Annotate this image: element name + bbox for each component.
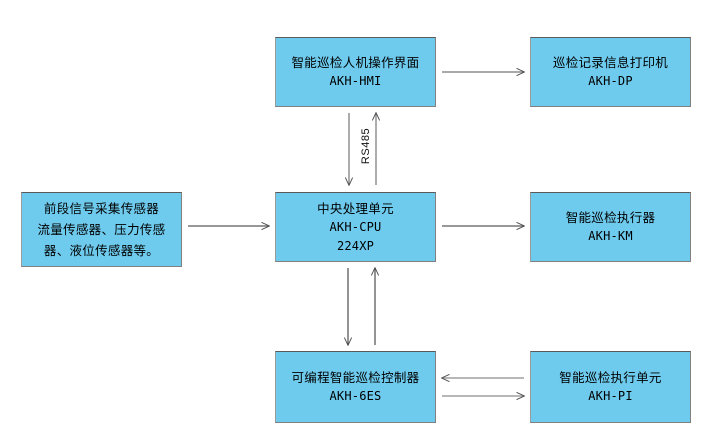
node-plc[interactable]: 可编程智能巡检控制器 AKH-6ES [275,351,436,423]
node-printer-model: AKH-DP [588,74,633,88]
node-hmi-title: 智能巡检人机操作界面 [291,55,420,70]
node-sensor[interactable]: 前段信号采集传感器 流量传感器、压力传感 器、液位传感器等。 [21,192,182,267]
node-hmi[interactable]: 智能巡检人机操作界面 AKH-HMI [275,37,436,107]
node-cpu[interactable]: 中央处理单元 AKH-CPU 224XP [275,192,436,262]
node-printer-title: 巡检记录信息打印机 [552,55,669,70]
node-plc-title: 可编程智能巡检控制器 [291,370,420,385]
node-actuator[interactable]: 智能巡检执行器 AKH-KM [530,192,691,262]
node-hmi-model: AKH-HMI [329,74,382,88]
node-cpu-title: 中央处理单元 [317,200,394,216]
node-cpu-variant: 224XP [336,238,375,253]
node-sensor-line3: 器、液位传感器等。 [43,243,160,258]
node-unit[interactable]: 智能巡检执行单元 AKH-PI [530,351,691,423]
node-plc-model: AKH-6ES [329,389,382,403]
node-actuator-model: AKH-KM [588,229,633,243]
edge-label-rs485: RS485 [360,127,372,165]
node-unit-model: AKH-PI [588,389,633,403]
node-printer[interactable]: 巡检记录信息打印机 AKH-DP [530,37,691,107]
node-cpu-model: AKH-CPU [329,219,382,234]
node-sensor-line1: 前段信号采集传感器 [43,201,160,216]
node-actuator-title: 智能巡检执行器 [565,210,656,225]
node-unit-title: 智能巡检执行单元 [559,370,662,385]
node-sensor-line2: 流量传感器、压力传感 [37,222,166,237]
